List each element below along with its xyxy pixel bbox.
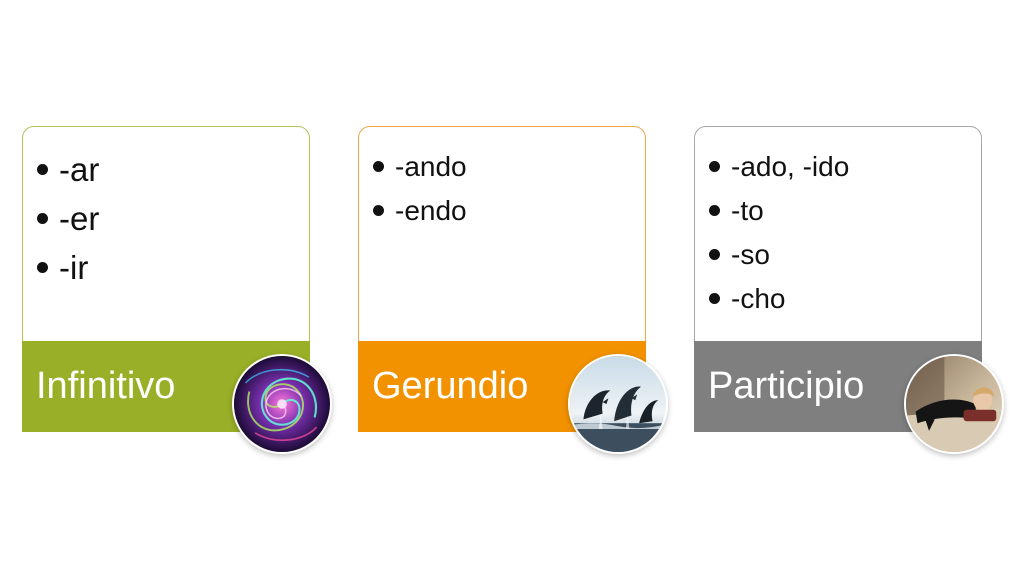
list-item: -ir: [35, 243, 99, 292]
list-item: -endo: [371, 189, 467, 233]
infinitivo-endings-list: -ar -er -ir: [35, 145, 99, 292]
list-item: -ado, -ido: [707, 145, 849, 189]
swirl-image-icon: [232, 354, 332, 454]
infinitivo-card: -ar -er -ir Infinitivo: [22, 126, 332, 454]
sleeping-person-image-icon: [904, 354, 1004, 454]
list-item: -cho: [707, 277, 849, 321]
participio-endings-list: -ado, -ido -to -so -cho: [707, 145, 849, 321]
list-item: -ando: [371, 145, 467, 189]
dolphins-image-icon: [568, 354, 668, 454]
gerundio-endings-list: -ando -endo: [371, 145, 467, 233]
list-item: -to: [707, 189, 849, 233]
participio-card: -ado, -ido -to -so -cho Participio: [694, 126, 1004, 454]
list-item: -er: [35, 194, 99, 243]
gerundio-card: -ando -endo Gerundio: [358, 126, 668, 454]
list-item: -ar: [35, 145, 99, 194]
list-item: -so: [707, 233, 849, 277]
